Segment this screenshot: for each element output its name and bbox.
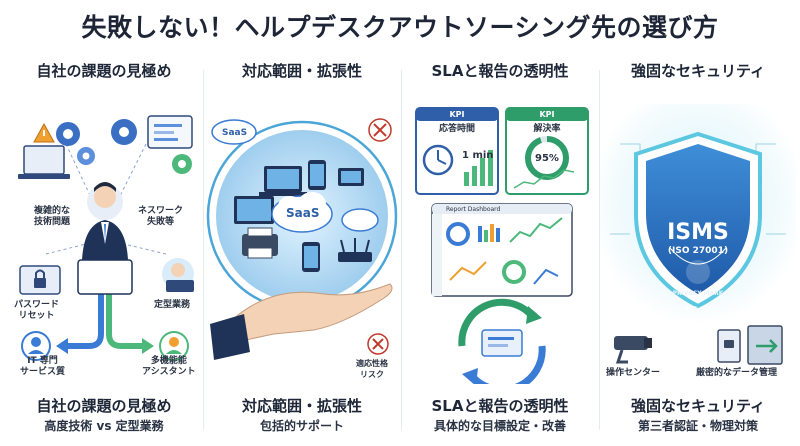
footer-title: 強固なセキュリティ (630, 397, 766, 415)
gear-icon (111, 119, 137, 145)
laptop-icon (259, 166, 307, 196)
column-divider (599, 70, 600, 430)
support-agent-icon (162, 258, 194, 292)
kpi-card (505, 107, 589, 195)
column-coverage-scalability: 対応範囲・拡張性 (204, 60, 400, 446)
column-security: 強固なセキュリティ (600, 60, 796, 446)
issue-assessment-illustration (18, 115, 194, 361)
column-divider (401, 70, 402, 430)
kpi-label-resolution-rate: 解決率 (533, 124, 561, 134)
smartphone-icon (308, 160, 326, 190)
laptop-icon (18, 145, 70, 179)
support-agent-icon (21, 331, 51, 361)
kpi-tag: KPI (449, 110, 465, 119)
privacy-mark-label: Pマーク (684, 305, 712, 313)
router-icon (338, 238, 372, 262)
label-complex-tech: 複雑的な 技術問題 (34, 206, 71, 227)
dashboard-title: Report Dashboard (446, 206, 501, 213)
kpi-label-response-time: 応答時間 (438, 124, 475, 134)
column-heading: 対応範囲・拡張性 (241, 62, 362, 80)
footer-subtitle: 高度技術 vs 定型業務 (44, 419, 164, 433)
risk-icon (367, 333, 389, 355)
cloud-icon (271, 192, 333, 233)
label-password-reset: パスワード リセット (14, 300, 60, 321)
person-icon (77, 182, 133, 295)
dashboard-window (431, 203, 573, 297)
label-it-pro: IT 専門 サービス質 (20, 356, 66, 377)
label-network-failure: ネスワーク 失敗等 (138, 206, 184, 227)
kpi-value-resolution-rate: 95% (535, 153, 559, 164)
column-sla-reporting: SLAと報告の透明性 (402, 60, 598, 446)
page-title: 失敗しない！ヘルプデスクアウトソーシング先の選び方 (81, 13, 719, 42)
refresh-cycle-icon (458, 298, 546, 384)
gear-icon (172, 154, 192, 174)
isms-badge-sub: (ISO 27001) (667, 246, 729, 256)
footer-subtitle: 包括的サポート (259, 419, 344, 433)
shield-icon (634, 131, 762, 309)
column-divider (203, 70, 204, 430)
code-window-icon (147, 115, 193, 149)
column-heading: 自社の課題の見極め (36, 62, 172, 80)
cloud-icon (341, 208, 379, 232)
footer-subtitle: 具体的な目標設定・改善 (433, 419, 566, 433)
isms-badge-main: ISMS (667, 220, 729, 245)
footer-title: 自社の課題の見極め (36, 397, 172, 415)
assistant-icon (159, 331, 189, 361)
label-routine: 定型業務 (154, 300, 191, 310)
printer-icon (242, 227, 278, 259)
secure-door-icon (717, 325, 783, 365)
gear-icon (56, 122, 95, 165)
hand-icon (210, 283, 393, 360)
security-camera-icon (614, 336, 652, 364)
saas-cloud-label: SaaS (286, 206, 320, 220)
coverage-illustration (206, 118, 398, 360)
footer-subtitle: 第三者認証・物理対策 (637, 419, 758, 433)
smartphone-icon (302, 242, 320, 272)
kpi-value-response-time: 1 min (462, 150, 494, 161)
label-assistant: 多機能能 アシスタント (142, 356, 196, 377)
privacy-mark-arc: PRIVACY MARK (672, 290, 724, 297)
sla-illustration (415, 107, 589, 384)
saas-tag-label: SaaS (222, 128, 248, 138)
saas-cloud-icon (211, 119, 257, 145)
footer-title: 対応範囲・拡張性 (241, 397, 362, 415)
risk-icon (368, 118, 392, 142)
label-ops-center: 操作センター (606, 368, 661, 378)
column-heading: 強固なセキュリティ (630, 62, 766, 80)
label-data-mgmt: 厳密的なデータ管理 (696, 368, 778, 378)
video-call-icon (338, 168, 364, 186)
security-illustration (600, 104, 796, 365)
label-risk: 適応性格 リスク (356, 359, 388, 379)
kpi-card (415, 107, 499, 195)
column-issue-assessment: 自社の課題の見極め (6, 60, 202, 446)
column-heading: SLAと報告の透明性 (431, 62, 569, 80)
kpi-tag: KPI (539, 110, 555, 119)
footer-title: SLAと報告の透明性 (431, 397, 569, 415)
monitor-icon (234, 196, 274, 224)
warning-icon (33, 122, 55, 143)
lock-icon (19, 265, 61, 295)
